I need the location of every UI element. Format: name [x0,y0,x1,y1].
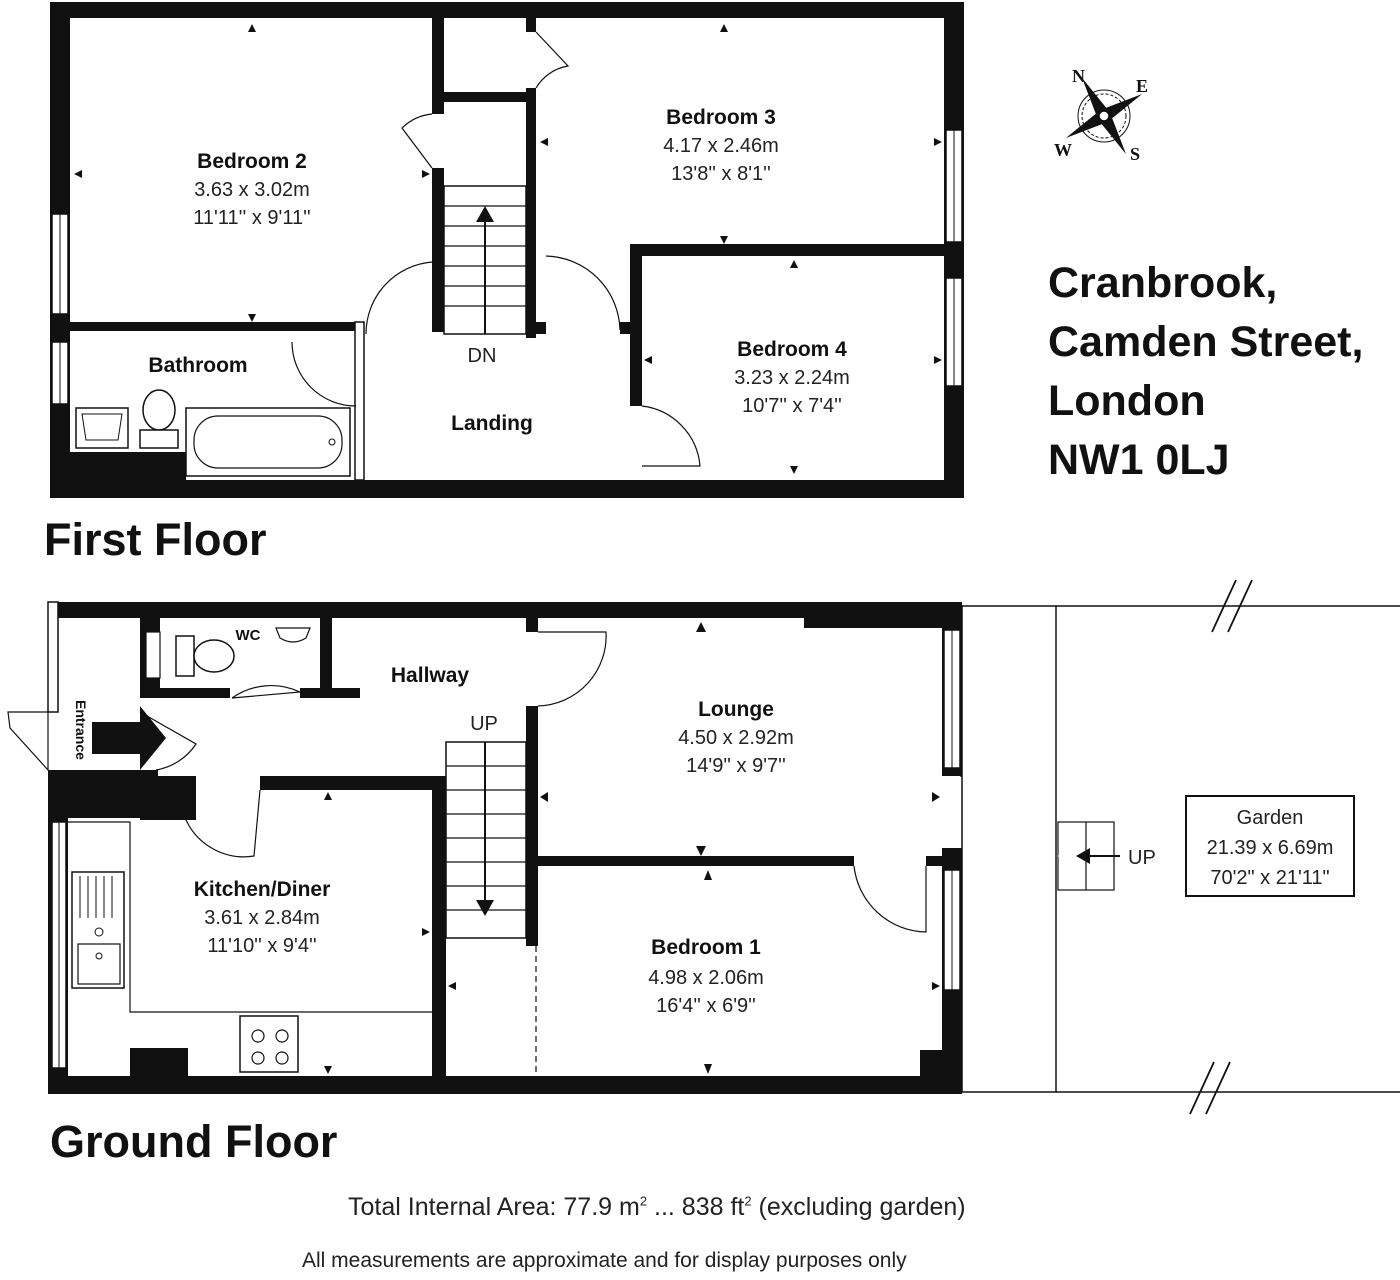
stairs-up-label: UP [470,713,498,735]
wall [526,88,536,338]
property-address: Cranbrook, Camden Street, London NW1 0LJ [1048,254,1363,490]
kitchen-imperial: 11'10'' x 9'4'' [207,935,316,957]
landing-name: Landing [451,412,533,435]
disclaimer: All measurements are approximate and for… [302,1249,907,1272]
bedroom2-imperial: 11'11'' x 9'11'' [193,207,310,229]
wall [444,92,534,102]
address-line-2: Camden Street, [1048,318,1364,366]
bedroom4-name: Bedroom 4 [737,338,847,361]
bedroom1-name: Bedroom 1 [651,936,761,959]
stairs-down-label: DN [468,345,497,367]
window [145,631,161,679]
dimension-markers [74,24,942,474]
kitchen-name: Kitchen/Diner [194,878,331,901]
bedroom2-name: Bedroom 2 [197,150,307,173]
entrance-name: Entrance [73,700,89,760]
wall [944,2,964,498]
total-sup-m2: 2 [639,1193,648,1209]
total-sup-ft2: 2 [744,1193,752,1209]
address-line-1: Cranbrook, [1048,259,1278,307]
hallway-name: Hallway [391,664,470,687]
bedroom3-metric: 4.17 x 2.46m [663,135,779,157]
bedroom3-imperial: 13'8'' x 8'1'' [671,163,771,185]
lounge-metric: 4.50 x 2.92m [678,727,794,749]
wall [48,602,962,618]
bedroom4-imperial: 10'7'' x 7'4'' [742,395,842,417]
lounge-imperial: 14'9'' x 9'7'' [686,755,786,777]
wall [432,18,444,114]
wc-basin [275,627,311,643]
wc-name: WC [236,627,261,644]
total-suffix: (excluding garden) [751,1193,966,1221]
address-line-4: NW1 0LJ [1048,436,1230,484]
garden-imperial: 70'2" x 21'11" [1210,867,1329,889]
garden-metric: 21.39 x 6.69m [1207,837,1334,859]
bedroom2-metric: 3.63 x 3.02m [194,179,310,201]
sink [71,871,125,989]
hob [239,1015,299,1073]
bedroom4-metric: 3.23 x 2.24m [734,367,850,389]
garden-name: Garden [1237,807,1304,829]
patio [961,605,1057,1093]
address-line-3: London [1048,377,1206,425]
wall [70,322,364,331]
compass-w: W [1054,140,1072,160]
ground-floor-plan: UP Garden 21.39 x 6.69m 70'2" x 21'11" H… [7,579,1400,1115]
wall [630,244,642,406]
wall [50,2,964,18]
wall [48,1076,962,1094]
first-floor-plan: Bedroom 2 3.63 x 3.02m 11'11'' x 9'11'' … [50,2,964,498]
wall [50,480,964,498]
door-swings [291,31,701,467]
total-mid: ... 838 ft [647,1193,745,1221]
compass-e: E [1136,76,1148,96]
ground-floor-heading: Ground Floor [50,1116,338,1167]
entrance-arrow [92,706,166,770]
total-internal-area: Total Internal Area: 77.9 m2 ... 838 ft2… [348,1193,966,1222]
compass-s: S [1130,144,1140,164]
total-prefix: Total Internal Area: 77.9 m [348,1193,640,1221]
basin [75,407,129,449]
wall [432,168,444,332]
garden-up-label: UP [1128,847,1156,869]
break-symbol [1189,579,1253,1115]
bathroom-name: Bathroom [148,354,247,377]
toilet [142,389,176,431]
dimension-markers [324,622,940,1074]
compass-n: N [1072,66,1085,86]
bedroom1-imperial: 16'4'' x 6'9'' [656,995,756,1017]
compass-rose: N E W S [1054,66,1148,164]
lounge-name: Lounge [698,698,774,721]
toilet [175,635,195,677]
kitchen-metric: 3.61 x 2.84m [204,907,320,929]
garden-label-box [1185,795,1355,897]
bedroom1-metric: 4.98 x 2.06m [648,967,764,989]
wall [630,244,944,256]
first-floor-heading: First Floor [44,514,267,565]
bedroom3-name: Bedroom 3 [666,106,776,129]
